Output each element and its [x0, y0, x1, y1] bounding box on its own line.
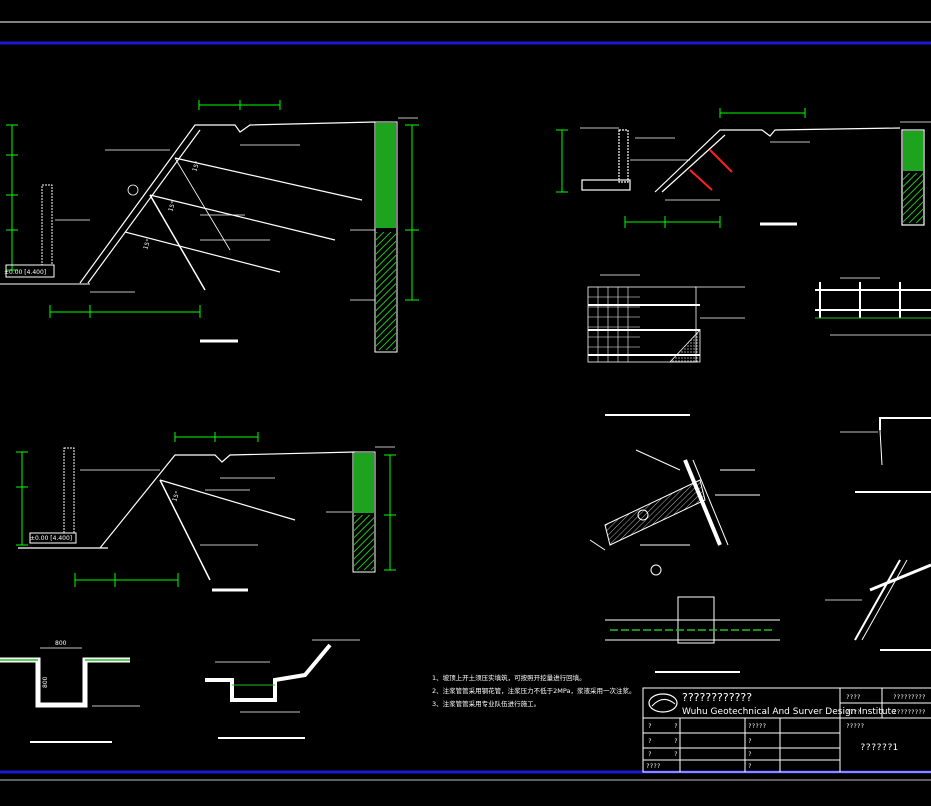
tb-footer: ???? [646, 763, 661, 770]
tb-header-2: ????????? [893, 694, 926, 701]
construction-notes: 1、坡顶上开土须压实填筑，可按照开挖量进行回填。 2、注浆管管采用钢花管，注浆压… [432, 673, 636, 708]
tb-cell-d: ? [674, 738, 678, 745]
slope-mark-d: 15° [171, 490, 181, 502]
ground-tag-2: ±0.00 [4.400] [30, 535, 72, 542]
trench-width-dim: 800 [55, 640, 67, 647]
drain-trench-detail-1 [0, 647, 140, 743]
tb-cell-c: ? [648, 738, 652, 745]
tb-header-4: ????????? [893, 709, 926, 716]
tb-cell-e: ? [748, 738, 752, 745]
company-name-en: Wuhu Geotechnical And Surver Design Inst… [682, 707, 897, 717]
company-name-cn: ???????????? [682, 691, 752, 704]
note-line-3: 3、注浆管管采用专业队伍进行施工。 [432, 699, 540, 708]
slope-section-3 [556, 108, 931, 228]
slope-mark-b: 15° [167, 200, 177, 212]
drawing-number: ??????1 [860, 743, 898, 753]
crest-detail [840, 417, 931, 493]
tb-cell-a: ? [648, 723, 652, 730]
tb-cell-b: ? [674, 723, 678, 730]
tb-cell-h: ? [748, 751, 752, 758]
tb-row-label-1: ????? [748, 723, 766, 730]
tb-cell-i: ? [748, 763, 752, 770]
note-line-1: 1、坡顶上开土须压实填筑，可按照开挖量进行回填。 [432, 673, 586, 682]
slope-section-1 [0, 100, 419, 353]
anchor-head-detail [589, 449, 760, 576]
tb-row-label-2: ????? [846, 723, 864, 730]
mesh-detail [587, 274, 745, 416]
tb-header-3: ???? [846, 709, 861, 716]
trench-depth-dim: 800 [42, 676, 49, 688]
drain-pipe-detail [605, 596, 780, 673]
drawing-frame [0, 21, 931, 781]
slope-mark-a: 15° [191, 160, 201, 172]
note-line-2: 2、注浆管管采用钢花管，注浆压力不低于2MPa，浆液采用一次注浆。 [432, 686, 636, 695]
tb-cell-f: ? [648, 751, 652, 758]
slope-mark-c: 15° [142, 238, 152, 250]
slope-anchor-detail [825, 559, 931, 651]
tb-cell-g: ? [674, 751, 678, 758]
ground-tag-1: ±0.00 [4.400] [4, 269, 46, 276]
tb-header-1: ???? [846, 694, 861, 701]
slope-section-2 [16, 432, 396, 592]
title-block [642, 687, 931, 773]
beam-elevation [815, 277, 931, 336]
drain-trench-detail-2 [205, 639, 360, 739]
